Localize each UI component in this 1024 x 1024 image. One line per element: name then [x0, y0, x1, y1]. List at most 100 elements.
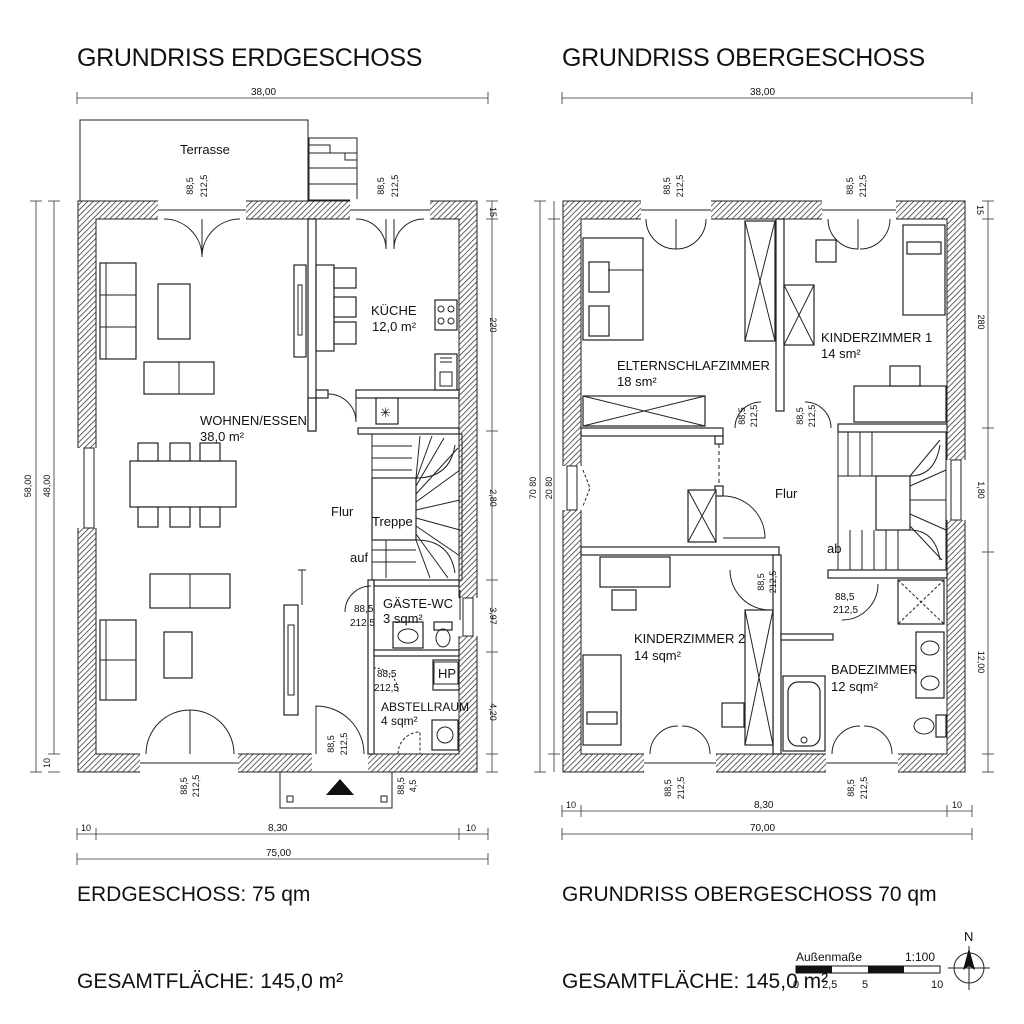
opening-2-height: 212,5	[390, 175, 400, 198]
svg-text:75,00: 75,00	[266, 848, 291, 859]
svg-text:0: 0	[793, 979, 799, 991]
child1-label: KINDERZIMMER 1	[821, 330, 932, 345]
svg-text:10: 10	[566, 800, 576, 810]
child2-furniture	[582, 556, 774, 746]
upper-floor-plan: 38,00	[528, 87, 994, 840]
stairs-down-label: ab	[827, 541, 841, 556]
right-floor-area: GRUNDRISS OBERGESCHOSS 70 qm	[562, 883, 937, 906]
living-label: WOHNEN/ESSEN	[200, 413, 307, 428]
appliance-star-icon: ✳	[380, 405, 391, 420]
opening-1-height: 212,5	[199, 175, 209, 198]
ground-floor-plan: 38,00 Terrasse	[23, 87, 498, 865]
opening-6-height: 212,5	[191, 775, 201, 798]
svg-text:212,5: 212,5	[807, 405, 817, 428]
terrace-doors	[163, 218, 425, 258]
svg-text:280: 280	[976, 314, 986, 329]
left-floor-area: ERDGESCHOSS: 75 qm	[77, 883, 311, 906]
svg-text:88,5: 88,5	[756, 573, 766, 591]
entrance-porch	[279, 771, 393, 809]
svg-text:88,5: 88,5	[835, 592, 855, 603]
dim-bottom-right: 10 8,30 10 70,00	[561, 800, 973, 840]
svg-text:212,5: 212,5	[675, 175, 685, 198]
entrance-arrow-icon	[326, 779, 354, 795]
svg-text:10: 10	[466, 823, 476, 833]
ground-stairs	[371, 433, 463, 581]
storage-area: 4 sqm²	[381, 714, 418, 728]
svg-text:212,5: 212,5	[858, 175, 868, 198]
opening-4-width: 88,5	[377, 669, 397, 680]
opening-5-width: 88,5	[326, 735, 336, 753]
kitchen-area: 12,0 m²	[372, 319, 417, 334]
dim-right-right: 15 280 1,80 12,00	[975, 200, 994, 773]
opening-7-width: 88,5	[396, 777, 406, 795]
svg-text:2,80: 2,80	[488, 489, 498, 507]
bathroom-area: 12 sqm²	[831, 679, 879, 694]
scale-legend: Außenmaße 1:100 0 2,5 5 10	[793, 950, 943, 991]
svg-text:5: 5	[862, 979, 868, 991]
living-area: 38,0 m²	[200, 429, 245, 444]
svg-text:212,5: 212,5	[768, 571, 778, 594]
svg-text:88,5: 88,5	[795, 407, 805, 425]
svg-text:10: 10	[931, 979, 943, 991]
dim-left-left: 58,00 48,00 10	[23, 200, 60, 773]
right-total-area: GESAMTFLÄCHE: 145,0 m²	[562, 970, 829, 993]
child2-label: KINDERZIMMER 2	[634, 631, 745, 646]
svg-text:212,5: 212,5	[859, 777, 869, 800]
svg-text:212,5: 212,5	[749, 405, 759, 428]
svg-text:3,97: 3,97	[488, 607, 498, 625]
svg-text:8,30: 8,30	[754, 800, 774, 811]
opening-5-height: 212,5	[339, 733, 349, 756]
dim-left-right: 70 80 20 80	[528, 200, 560, 773]
svg-text:10: 10	[81, 823, 91, 833]
upper-hall-label: Flur	[775, 486, 798, 501]
opening-3-width: 88,5	[354, 604, 374, 615]
child1-area: 14 sm²	[821, 346, 861, 361]
svg-text:20 80: 20 80	[544, 477, 554, 500]
legend-scale: 1:100	[905, 950, 935, 964]
stairs-label: Treppe	[372, 514, 413, 529]
north-arrow-icon: N	[948, 929, 990, 990]
svg-text:2,5: 2,5	[822, 979, 837, 991]
legend-label: Außenmaße	[796, 950, 862, 964]
svg-text:48,00: 48,00	[42, 475, 52, 498]
parents-bedroom-label: ELTERNSCHLAFZIMMER	[617, 358, 770, 373]
opening-4-height: 212,5	[374, 683, 399, 694]
svg-text:N: N	[964, 929, 973, 944]
wc-furniture	[344, 585, 461, 649]
upper-interior-walls	[580, 218, 948, 755]
upper-stairs	[687, 431, 947, 571]
svg-text:88,5: 88,5	[846, 779, 856, 797]
svg-text:70 80: 70 80	[528, 477, 538, 500]
left-plan-title: GRUNDRISS ERDGESCHOSS	[77, 44, 423, 72]
parents-bedroom-area: 18 sm²	[617, 374, 657, 389]
child2-area: 14 sqm²	[634, 648, 682, 663]
svg-text:220: 220	[488, 317, 498, 332]
svg-text:15: 15	[975, 205, 985, 215]
kitchen-label: KÜCHE	[371, 303, 417, 318]
svg-text:1,80: 1,80	[976, 481, 986, 499]
bathroom-furniture	[782, 579, 947, 752]
svg-text:212,5: 212,5	[833, 605, 858, 616]
opening-3-height: 212,5	[350, 618, 375, 629]
terrace-steps	[308, 137, 358, 201]
svg-text:88,5: 88,5	[737, 407, 747, 425]
guest-wc-label: GÄSTE-WC	[383, 596, 453, 611]
bathroom-label: BADEZIMMER	[831, 662, 918, 677]
svg-text:88,5: 88,5	[845, 177, 855, 195]
entrance-door	[315, 705, 365, 755]
hall-label: Flur	[331, 504, 354, 519]
svg-text:10: 10	[952, 800, 962, 810]
dim-bottom-left: 10 8,30 10 75,00	[76, 823, 489, 865]
opening-2-width: 88,5	[376, 177, 386, 195]
terrace-label: Terrasse	[180, 142, 230, 157]
svg-text:12,00: 12,00	[976, 651, 986, 674]
dim-top-left: 38,00	[76, 87, 489, 104]
storage-label: ABSTELLRAUM	[381, 700, 469, 714]
svg-text:212,5: 212,5	[676, 777, 686, 800]
opening-6-width: 88,5	[179, 777, 189, 795]
left-total-area: GESAMTFLÄCHE: 145,0 m²	[77, 970, 344, 993]
svg-text:8,30: 8,30	[268, 823, 288, 834]
dim-top-right: 38,00	[561, 87, 973, 104]
opening-7-height: 4,5	[408, 780, 418, 793]
